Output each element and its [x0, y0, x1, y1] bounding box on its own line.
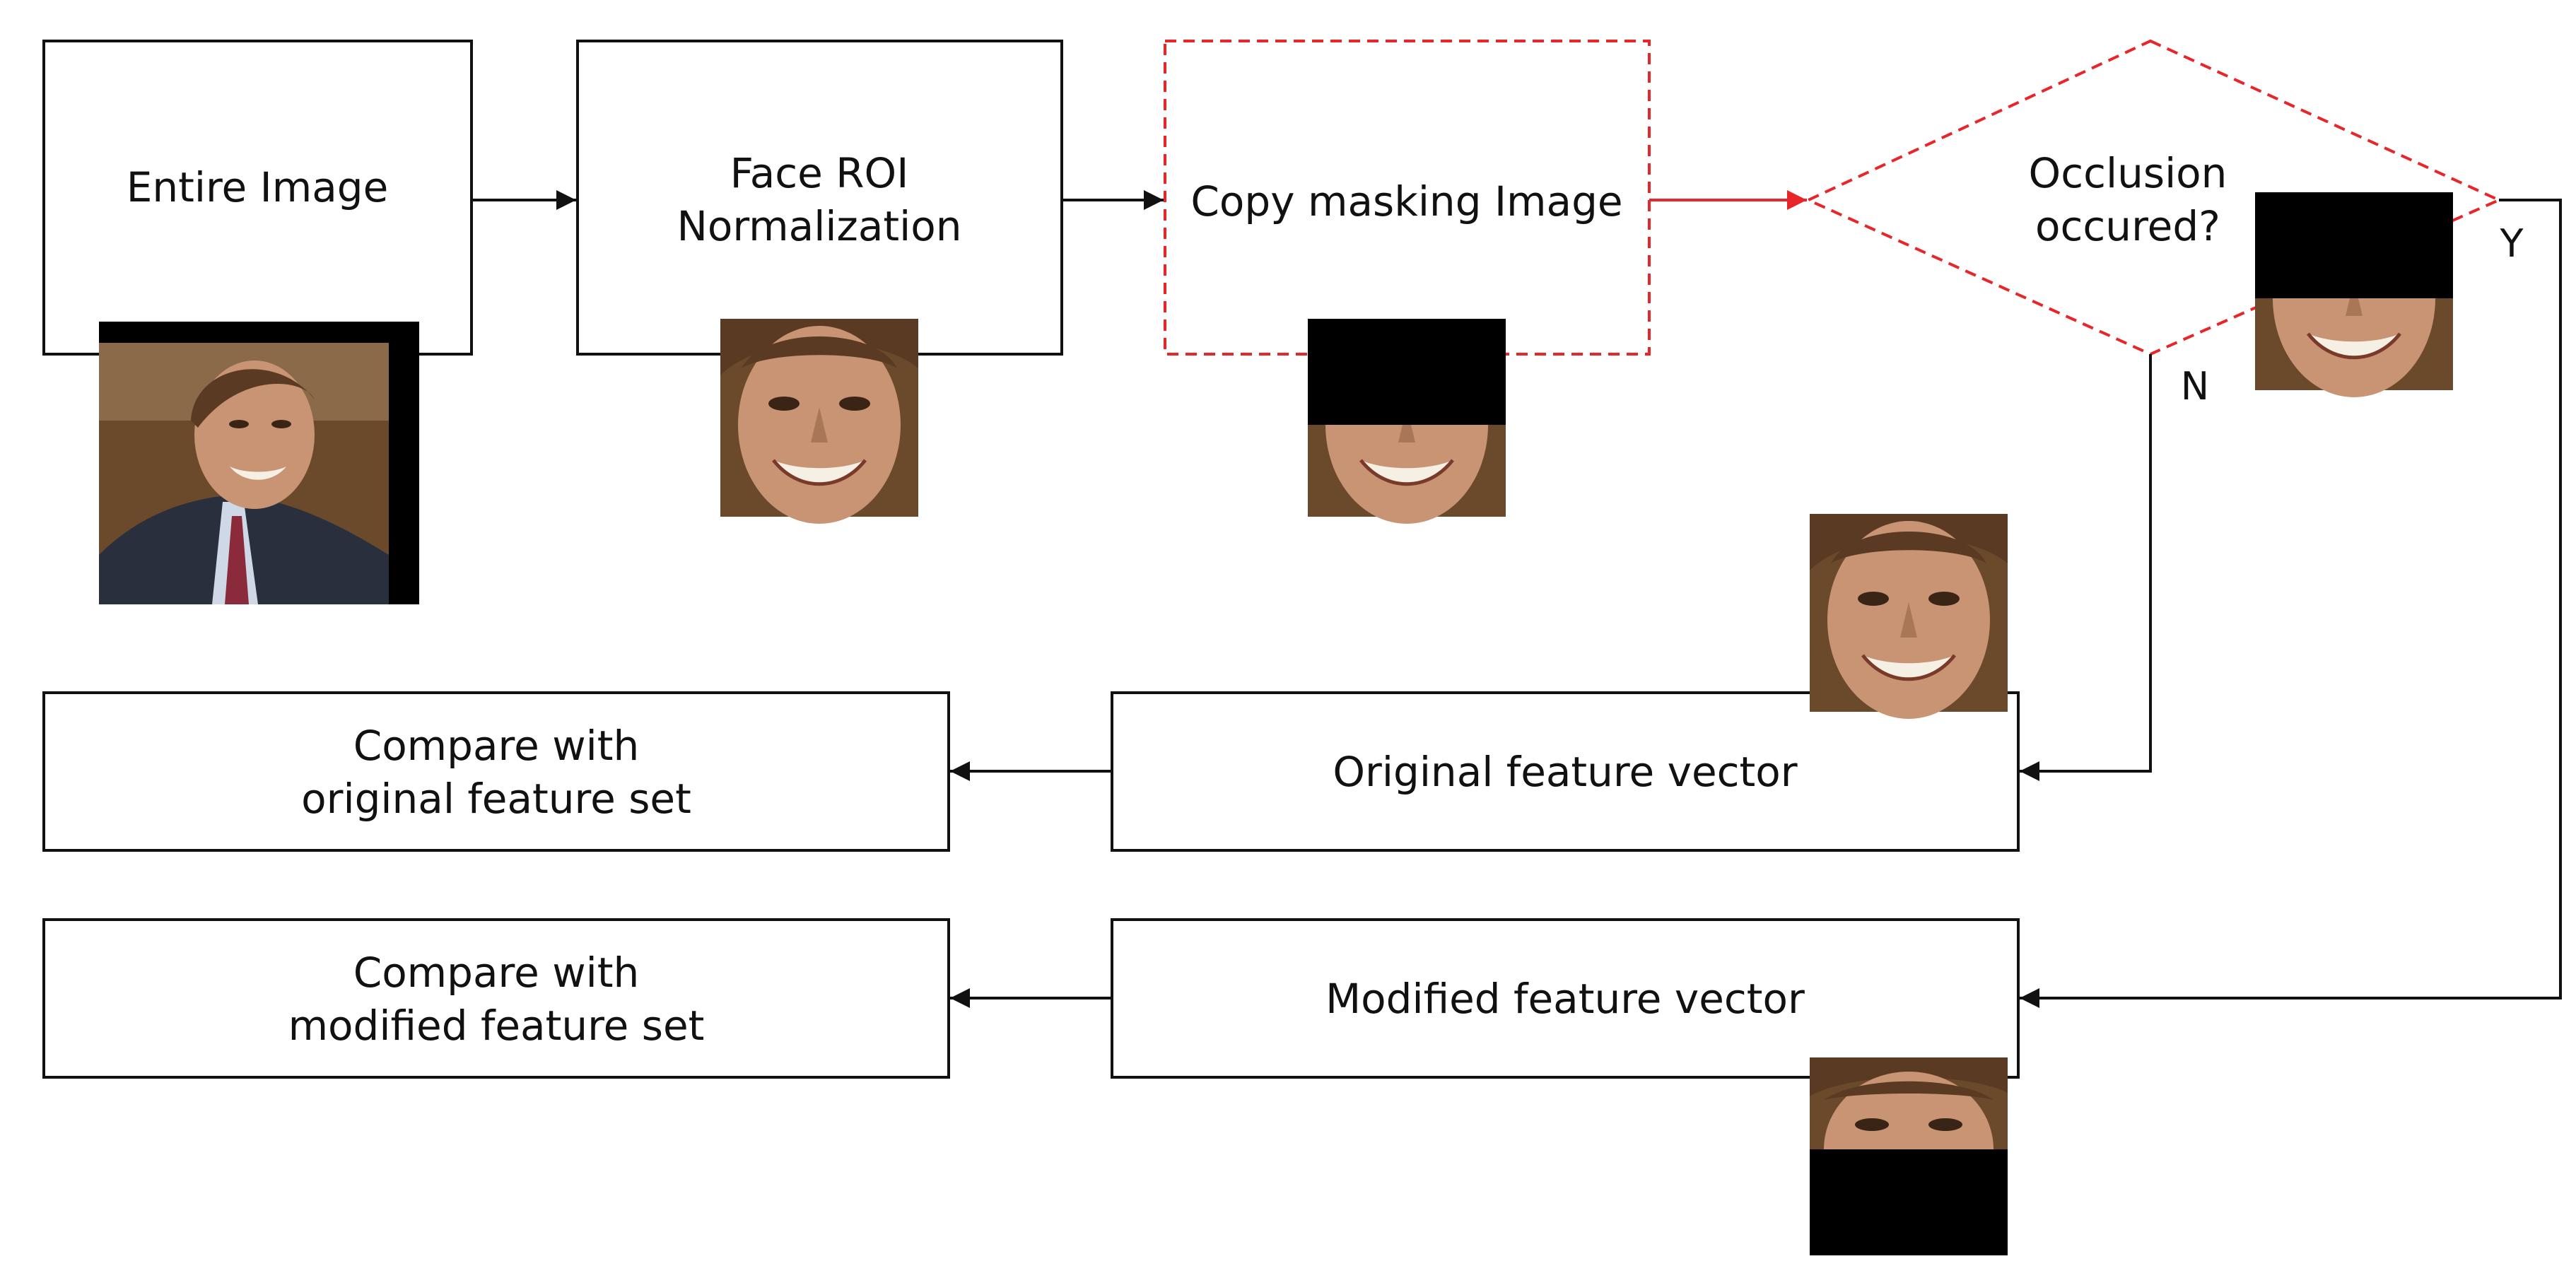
- face-roi-label-line1: Face ROI: [730, 149, 909, 197]
- compare-modified-line1: Compare with: [353, 949, 640, 997]
- compare-original-line1: Compare with: [353, 722, 640, 770]
- photo-masked-copy: [1308, 319, 1506, 524]
- compare-modified-box: Compare with modified feature set: [42, 918, 950, 1079]
- photo-face-roi: [720, 319, 918, 524]
- photo-entire-image: [99, 322, 419, 604]
- occlusion-label-line1: Occlusion: [2029, 149, 2227, 197]
- arrow-yes-branch-to-modified-vector: [2020, 199, 2562, 1008]
- original-feature-vector-box: Original feature vector: [1111, 691, 2020, 852]
- photo-masked-modified-vector: [1810, 1057, 2008, 1255]
- arrow-no-branch-to-original-vector: [2020, 354, 2152, 781]
- modified-vector-label: Modified feature vector: [1325, 975, 1805, 1023]
- branch-label-no: N: [2181, 364, 2209, 409]
- branch-label-yes: Y: [2500, 221, 2524, 266]
- occlusion-label-line2: occured?: [2035, 202, 2220, 250]
- face-roi-normalization-box: Face ROI Normalization: [576, 40, 1063, 356]
- copy-masking-image-box: Copy masking Image: [1164, 40, 1651, 356]
- original-vector-label: Original feature vector: [1333, 748, 1797, 796]
- compare-modified-line2: modified feature set: [288, 1002, 705, 1050]
- modified-feature-vector-box: Modified feature vector: [1111, 918, 2020, 1079]
- compare-original-line2: original feature set: [301, 775, 691, 823]
- entire-image-label: Entire Image: [127, 163, 389, 211]
- face-roi-label-line2: Normalization: [677, 202, 961, 250]
- photo-masked-decision: [2255, 192, 2453, 397]
- compare-original-box: Compare with original feature set: [42, 691, 950, 852]
- photo-face-original-vector: [1810, 514, 2008, 719]
- copy-masking-label: Copy masking Image: [1190, 177, 1622, 225]
- entire-image-box: Entire Image: [42, 40, 473, 356]
